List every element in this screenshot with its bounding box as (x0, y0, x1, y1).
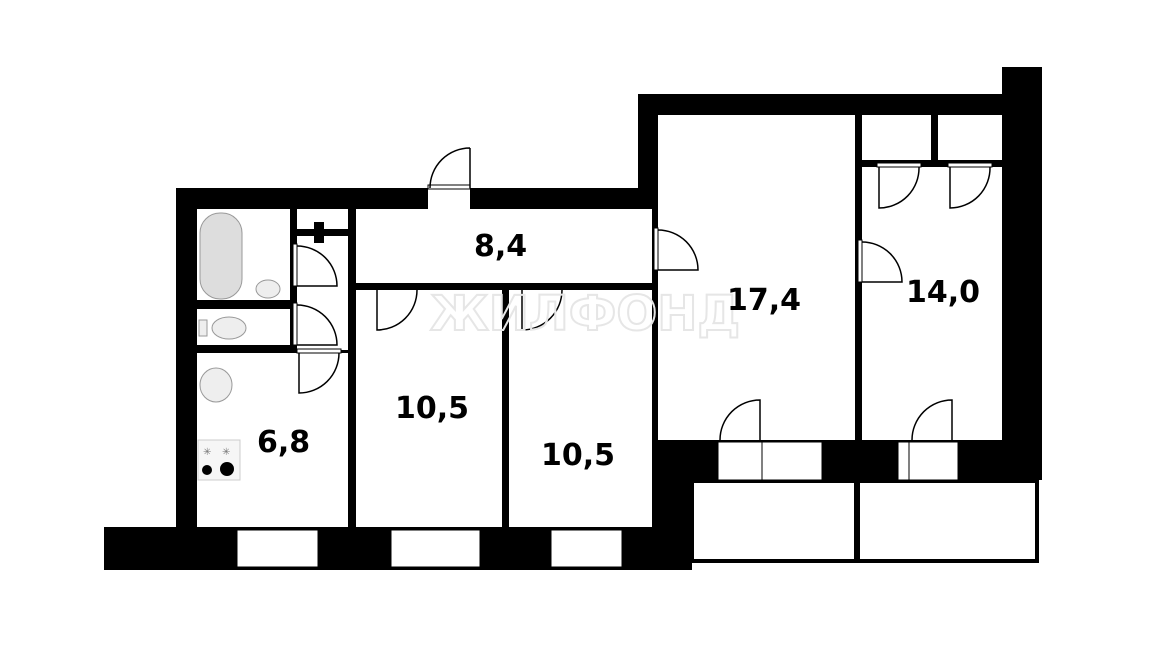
kitchen-sink-icon (199, 367, 233, 403)
room-area-living-room: 17,4 (727, 283, 801, 318)
closet-1 (862, 115, 931, 160)
vestibule (297, 236, 348, 350)
bathtub-icon (199, 212, 243, 300)
sink-icon (255, 279, 281, 299)
hall (356, 209, 652, 283)
fixtures: ✳ ✳ (197, 212, 281, 481)
room-area-hall: 8,4 (474, 229, 527, 264)
room-area-bedroom-middle: 10,5 (541, 438, 615, 473)
toilet-icon (211, 316, 247, 340)
bedroom-middle (509, 290, 652, 527)
room-area-bedroom-left: 10,5 (395, 391, 469, 426)
room-area-bedroom-right: 14,0 (906, 275, 980, 310)
utility-closet (297, 209, 348, 229)
svg-text:✳: ✳ (203, 447, 211, 458)
balconies (690, 479, 1039, 563)
room-area-kitchen: 6,8 (257, 425, 310, 460)
closet-2 (938, 115, 1002, 160)
living-room (658, 115, 855, 440)
bedroom-right (862, 167, 1002, 440)
windows (236, 441, 959, 568)
doors (292, 147, 993, 441)
entry-opening (428, 188, 470, 209)
svg-text:✳: ✳ (222, 447, 230, 458)
watermark: ЖИЛФОНД (430, 286, 740, 342)
stove-icon: ✳ ✳ (197, 439, 241, 481)
